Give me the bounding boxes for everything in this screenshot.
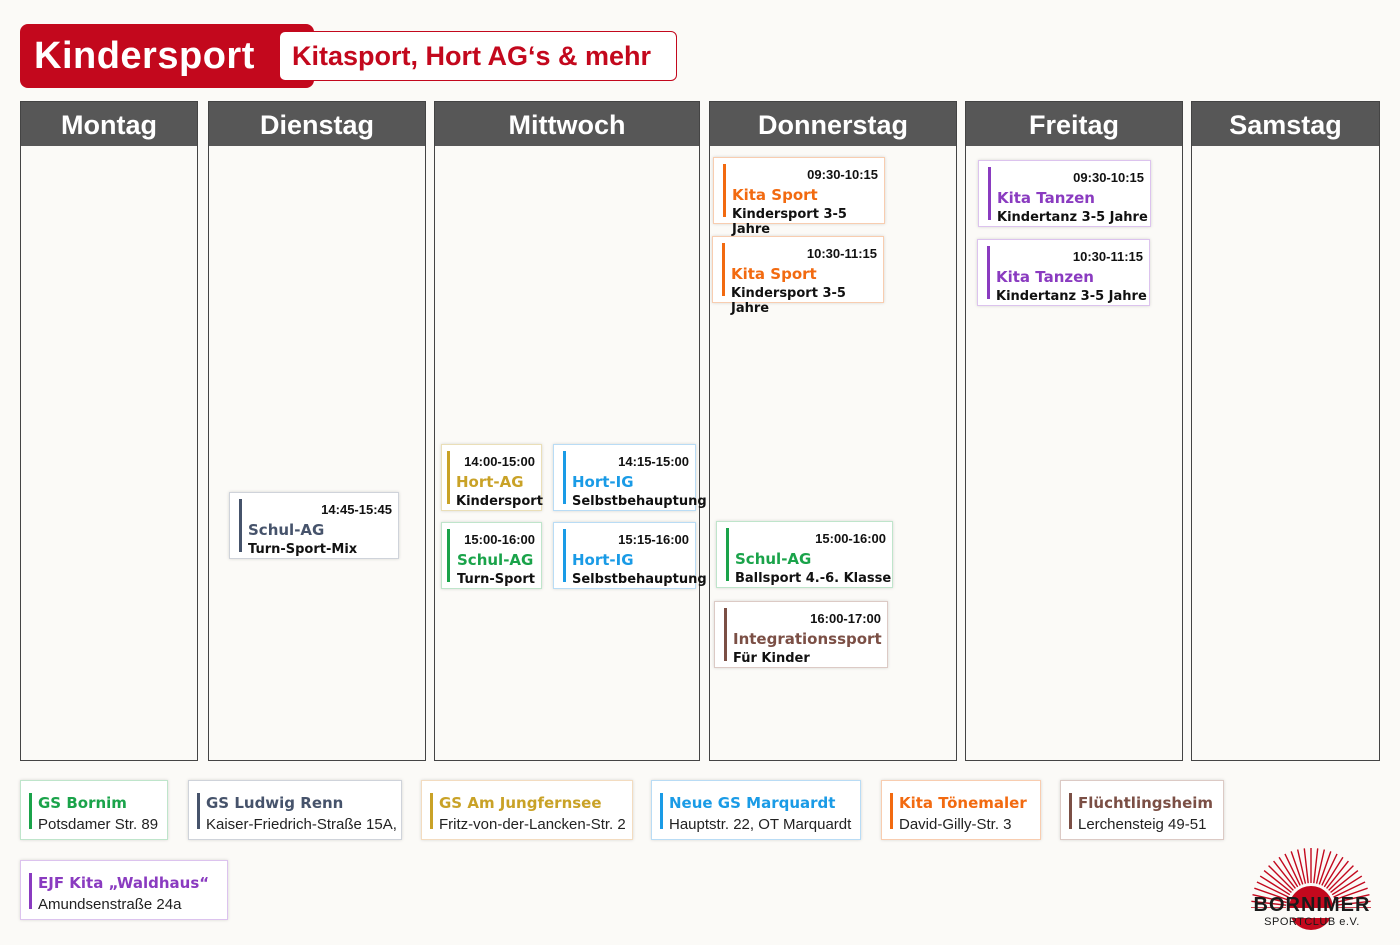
event-description: Selbstbehauptung bbox=[572, 572, 707, 587]
event-name: Schul-AG bbox=[457, 551, 534, 569]
event-name: Kita Sport bbox=[732, 186, 818, 204]
day-column-mittwoch: Mittwoch bbox=[434, 101, 700, 761]
location-name: GS Ludwig Renn bbox=[206, 794, 344, 812]
location-address: Potsdamer Str. 89 bbox=[38, 816, 159, 833]
event-name: Kita Tanzen bbox=[996, 268, 1094, 286]
page-subtitle: Kitasport, Hort AG‘s & mehr bbox=[279, 31, 677, 81]
event-description: Turn-Sport-Mix bbox=[248, 542, 358, 557]
event-name: Hort-AG bbox=[456, 473, 524, 491]
event-time: 10:30-11:15 bbox=[1072, 249, 1143, 264]
location-card: EJF Kita „Waldhaus“ Amundsenstraße 24a bbox=[20, 860, 228, 920]
event-name: Hort-IG bbox=[572, 473, 634, 491]
event-card[interactable]: 10:30-11:15 Kita Sport Kindersport 3-5 J… bbox=[712, 236, 884, 316]
location-name: GS Bornim bbox=[38, 794, 127, 812]
day-column-samstag: Samstag bbox=[1191, 101, 1380, 761]
location-name: GS Am Jungfernsee bbox=[439, 794, 602, 812]
day-header: Samstag bbox=[1192, 102, 1379, 146]
location-color-bar bbox=[197, 793, 200, 829]
location-card: Kita Tönemaler David-Gilly-Str. 3 bbox=[881, 780, 1041, 840]
event-card[interactable]: 10:30-11:15 Kita Tanzen Kindertanz 3-5 J… bbox=[977, 239, 1150, 306]
location-name: EJF Kita „Waldhaus“ bbox=[38, 874, 210, 892]
location-address: Lerchensteig 49-51 bbox=[1078, 816, 1207, 833]
location-card: GS Am Jungfernsee Fritz-von-der-Lancken-… bbox=[421, 780, 633, 840]
event-color-bar bbox=[722, 243, 725, 296]
event-time: 14:00-15:00 bbox=[464, 454, 535, 469]
location-card: GS Ludwig Renn Kaiser-Friedrich-Straße 1… bbox=[188, 780, 402, 840]
event-card[interactable]: 15:15-16:00 Hort-IG Selbstbehauptung bbox=[553, 522, 707, 589]
event-color-bar bbox=[987, 246, 990, 299]
logo-subtitle: SPORTCLUB e.V. bbox=[1264, 916, 1360, 928]
location-color-bar bbox=[1069, 793, 1072, 829]
event-name: Kita Tanzen bbox=[997, 189, 1095, 207]
location-address: David-Gilly-Str. 3 bbox=[899, 816, 1012, 833]
event-card[interactable]: 14:00-15:00 Hort-AG Kindersport bbox=[441, 444, 543, 511]
event-time: 15:15-16:00 bbox=[618, 532, 689, 547]
location-color-bar bbox=[29, 793, 32, 829]
day-header: Freitag bbox=[966, 102, 1182, 146]
event-card[interactable]: 09:30-10:15 Kita Tanzen Kindertanz 3-5 J… bbox=[978, 160, 1151, 227]
event-description: Turn-Sport bbox=[457, 572, 535, 587]
event-time: 15:00-16:00 bbox=[815, 531, 886, 546]
location-color-bar bbox=[660, 793, 663, 829]
event-card[interactable]: 14:15-15:00 Hort-IG Selbstbehauptung bbox=[553, 444, 707, 511]
event-time: 16:00-17:00 bbox=[810, 611, 881, 626]
location-address: Kaiser-Friedrich-Straße 15A, bbox=[206, 816, 397, 833]
event-description: Kindersport bbox=[456, 494, 543, 509]
location-name: Kita Tönemaler bbox=[899, 794, 1027, 812]
location-name: Flüchtlingsheim bbox=[1078, 794, 1214, 812]
location-color-bar bbox=[29, 873, 32, 909]
event-color-bar bbox=[563, 529, 566, 582]
event-color-bar bbox=[723, 164, 726, 217]
logo-name: BORNIMER bbox=[1253, 894, 1371, 916]
event-card[interactable]: 15:00-16:00 Schul-AG Ballsport 4.-6. Kla… bbox=[716, 521, 893, 588]
location-color-bar bbox=[890, 793, 893, 829]
event-time: 09:30-10:15 bbox=[1073, 170, 1144, 185]
event-time: 14:45-15:45 bbox=[321, 502, 392, 517]
location-card: Flüchtlingsheim Lerchensteig 49-51 bbox=[1060, 780, 1224, 840]
sun-logo-icon bbox=[1248, 848, 1374, 930]
location-card: Neue GS Marquardt Hauptstr. 22, OT Marqu… bbox=[651, 780, 861, 840]
day-column-dienstag: Dienstag bbox=[208, 101, 426, 761]
event-color-bar bbox=[724, 608, 727, 661]
event-description: Kindertanz 3-5 Jahre bbox=[996, 289, 1147, 304]
event-time: 09:30-10:15 bbox=[807, 167, 878, 182]
day-header: Dienstag bbox=[209, 102, 425, 146]
event-description: Kindertanz 3-5 Jahre bbox=[997, 210, 1148, 225]
location-card: GS Bornim Potsdamer Str. 89 bbox=[20, 780, 168, 840]
day-header: Montag bbox=[21, 102, 197, 146]
page-title: Kindersport bbox=[20, 24, 314, 88]
event-color-bar bbox=[988, 167, 991, 220]
event-color-bar bbox=[447, 529, 450, 582]
event-time: 15:00-16:00 bbox=[464, 532, 535, 547]
event-color-bar bbox=[447, 451, 450, 504]
event-card[interactable]: 16:00-17:00 Integrationssport Für Kinder bbox=[714, 601, 888, 668]
event-description: Kindersport 3-5 Jahre bbox=[731, 286, 846, 316]
event-name: Hort-IG bbox=[572, 551, 634, 569]
event-description: Ballsport 4.-6. Klasse bbox=[735, 571, 892, 586]
event-card[interactable]: 14:45-15:45 Schul-AG Turn-Sport-Mix bbox=[229, 492, 399, 559]
event-name: Schul-AG bbox=[735, 550, 812, 568]
event-color-bar bbox=[563, 451, 566, 504]
location-address: Amundsenstraße 24a bbox=[38, 896, 182, 913]
day-header: Donnerstag bbox=[710, 102, 956, 146]
event-color-bar bbox=[239, 499, 242, 552]
location-color-bar bbox=[430, 793, 433, 829]
event-name: Integrationssport bbox=[733, 630, 882, 648]
event-description: Kindersport 3-5 Jahre bbox=[732, 207, 847, 237]
location-address: Fritz-von-der-Lancken-Str. 2 bbox=[439, 816, 626, 833]
day-header: Mittwoch bbox=[435, 102, 699, 146]
location-name: Neue GS Marquardt bbox=[669, 794, 836, 812]
event-name: Kita Sport bbox=[731, 265, 817, 283]
event-time: 10:30-11:15 bbox=[806, 246, 877, 261]
event-card[interactable]: 15:00-16:00 Schul-AG Turn-Sport bbox=[441, 522, 542, 589]
event-card[interactable]: 09:30-10:15 Kita Sport Kindersport 3-5 J… bbox=[713, 157, 885, 237]
event-time: 14:15-15:00 bbox=[618, 454, 689, 469]
event-description: Selbstbehauptung bbox=[572, 494, 707, 509]
location-address: Hauptstr. 22, OT Marquardt bbox=[669, 816, 852, 833]
event-description: Für Kinder bbox=[733, 651, 810, 666]
event-color-bar bbox=[726, 528, 729, 581]
day-column-montag: Montag bbox=[20, 101, 198, 761]
event-name: Schul-AG bbox=[248, 521, 325, 539]
